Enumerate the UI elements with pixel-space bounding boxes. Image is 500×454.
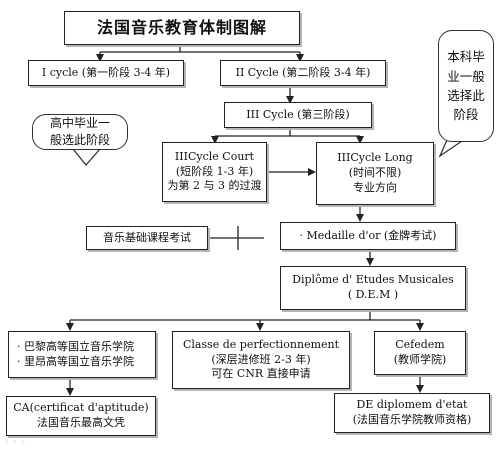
node-conservatoire-lyon: · 里昂高等国立音乐学院 [17,354,134,368]
callout-high-school: 高中毕业一 般选此阶段 [32,114,128,150]
node-cycle1-label: I cycle (第一阶段 3-4 年) [41,65,171,79]
node-basic-exam-label: 音乐基础课程考试 [103,230,191,244]
node-cycle-court: IIICycle Court (短阶段 1-3 年) 为第 2 与 3 的过渡 [162,142,267,202]
callout-undergrad-line3: 选择此 [447,88,485,103]
callout-high-line1: 高中毕业一 [49,115,110,130]
node-cycle-long: IIICycle Long (时间不限) 专业方向 [316,142,434,205]
node-cefedem-line2: (教师学院) [393,353,447,366]
node-cycle2: II Cycle (第二阶段 3-4 年) [220,60,386,86]
node-long-line1: IIICycle Long [337,151,413,165]
node-cycle3-label: III Cycle (第三阶段) [246,107,350,121]
node-court-line1: IIICycle Court [174,149,255,163]
node-dem-line1: Diplôme d' Etudes Musicales [292,273,454,287]
callout-undergrad-line2: 业一般 [447,68,485,84]
node-de: DE diplomem d'etat (法国音乐学院教师资格) [334,393,490,433]
node-cycle3: III Cycle (第三阶段) [224,102,372,128]
node-de-line1: DE diplomem d'etat [356,398,468,412]
node-dem: Diplôme d' Etudes Musicales ( D.E.M ) [280,266,466,310]
callout-high-pointer [72,148,101,167]
node-cefedem: Cefedem (教师学院) [374,331,466,375]
node-perfection-line1: Classe de perfectionnement [182,337,340,351]
node-long-line3: 专业方向 [353,180,397,194]
diagram-title: 法国音乐教育体制图解 [64,11,300,45]
node-ca-line2: 法国音乐最高文凭 [37,416,125,429]
node-basic-exam: 音乐基础课程考试 [86,226,208,250]
callout-undergrad-line4: 阶段 [453,107,479,123]
node-ca: CA(certificat d'aptitude) 法国音乐最高文凭 [6,396,156,436]
node-perfection-line2: (深层进修班 2-3 年) [211,352,311,366]
node-perfection-line3: 可在 CNR 直接申请 [211,367,311,381]
node-cycle1: I cycle (第一阶段 3-4 年) [28,60,184,86]
callout-undergrad-line1: 本科毕 [447,49,485,65]
node-long-line2: (时间不限) [348,166,402,180]
callout-undergrad: 本科毕 业一般 选择此 阶段 [438,30,494,142]
node-cycle2-label: II Cycle (第二阶段 3-4 年) [235,65,371,79]
title-text: 法国音乐教育体制图解 [96,18,267,38]
watermark: ◦ ◦ ◦ [4,438,26,448]
node-perfectionnement: Classe de perfectionnement (深层进修班 2-3 年)… [172,331,350,389]
node-conservatoires: · 巴黎高等国立音乐学院 · 里昂高等国立音乐学院 [8,331,156,378]
node-conservatoire-paris: · 巴黎高等国立音乐学院 [17,339,134,353]
node-court-line3: 为第 2 与 3 的过渡 [167,179,262,193]
node-de-line2: (法国音乐学院教师资格) [352,413,472,426]
node-medaille: · Medaille d'or (金牌考试) [280,222,456,250]
node-court-line2: (短阶段 1-3 年) [175,164,254,178]
node-ca-line1: CA(certificat d'aptitude) [13,401,149,415]
node-medaille-label: · Medaille d'or (金牌考试) [299,228,437,242]
node-cefedem-line1: Cefedem [395,338,445,352]
callout-high-line2: 般选此阶段 [49,133,110,147]
callout-undergrad-pointer [438,139,463,158]
node-dem-line2: ( D.E.M ) [347,288,399,301]
